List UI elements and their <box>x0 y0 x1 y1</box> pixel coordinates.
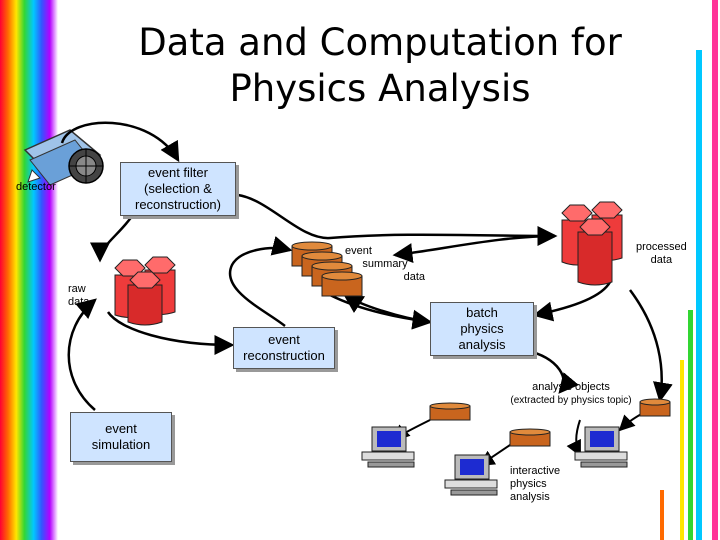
raw-data-storage-icon <box>114 256 176 326</box>
interactive-line-3: analysis <box>510 491 550 503</box>
detector-icon <box>23 129 104 186</box>
interactive-analysis-label: interactive physics analysis <box>510 465 560 504</box>
detector-label: detector <box>16 181 56 193</box>
processed-data-line-1: processed <box>636 241 687 253</box>
event-summary-disks-icon <box>291 241 363 297</box>
arrow-disk-to-ws3 <box>566 419 581 457</box>
arrow-sim-to-raw <box>67 298 97 411</box>
title-line-2: Physics Analysis <box>229 67 531 110</box>
arrow-processed-to-disk <box>628 289 673 403</box>
processed-data-label: processed data <box>636 241 687 267</box>
workstation-icon-1 <box>361 426 415 468</box>
batch-line-2: physics <box>460 321 504 336</box>
arrow-reco-to-summary <box>228 236 293 327</box>
arrow-raw-to-reco <box>106 311 235 355</box>
arrow-summary-to-batch <box>329 293 433 330</box>
arrow-filter-to-raw <box>90 211 137 263</box>
analysis-object-disk-1 <box>429 402 471 421</box>
event-simulation-line-2: simulation <box>91 437 151 452</box>
event-reconstruction-line-2: reconstruction <box>243 348 325 363</box>
raw-data-label: raw data <box>68 283 89 309</box>
arrow-processed-to-summary <box>392 234 556 264</box>
processed-data-line-2: data <box>650 254 673 266</box>
interactive-line-2: physics <box>510 478 547 490</box>
processed-data-storage-icon <box>561 201 623 286</box>
workstation-icon-2 <box>444 454 498 496</box>
title-line-1: Data and Computation for <box>138 21 622 64</box>
analysis-objects-line-1: analysis objects <box>532 381 610 393</box>
analysis-objects-label: analysis objects (extracted by physics t… <box>496 381 646 407</box>
analysis-objects-line-2: (extracted by physics topic) <box>510 395 632 406</box>
interactive-line-1: interactive <box>510 465 561 477</box>
event-summary-line-2: summary <box>362 258 408 270</box>
event-filter-line-2: (selection & <box>144 181 212 196</box>
event-summary-line-1: event <box>345 245 372 257</box>
event-simulation-line-1: event <box>105 421 137 436</box>
rainbow-left-border <box>0 0 58 540</box>
workstation-icon-3 <box>574 426 628 468</box>
arrow-filter-to-processed <box>237 193 558 246</box>
event-summary-label: event summary data <box>345 245 425 284</box>
raw-data-line-2: data <box>68 296 90 308</box>
page-title: Data and Computation for Physics Analysi… <box>90 20 670 112</box>
analysis-object-disk-2 <box>509 428 551 447</box>
event-filter-line-1: event filter <box>148 165 208 180</box>
analysis-object-disk-3 <box>639 398 671 417</box>
event-filter-line-3: reconstruction) <box>135 197 221 212</box>
arrow-processed-to-batch <box>532 281 612 322</box>
arrow-detector-to-filter <box>60 121 180 163</box>
event-reconstruction-box: event reconstruction <box>233 327 335 369</box>
event-simulation-box: event simulation <box>70 412 172 462</box>
batch-physics-analysis-box: batch physics analysis <box>430 302 534 356</box>
event-reconstruction-line-1: event <box>268 332 300 347</box>
batch-line-1: batch <box>466 305 498 320</box>
event-summary-line-3: data <box>403 271 425 283</box>
batch-line-3: analysis <box>458 337 506 352</box>
arrow-batch-to-summary <box>342 293 431 324</box>
event-filter-box: event filter (selection & reconstruction… <box>120 162 236 216</box>
raw-data-line-1: raw <box>68 283 86 295</box>
